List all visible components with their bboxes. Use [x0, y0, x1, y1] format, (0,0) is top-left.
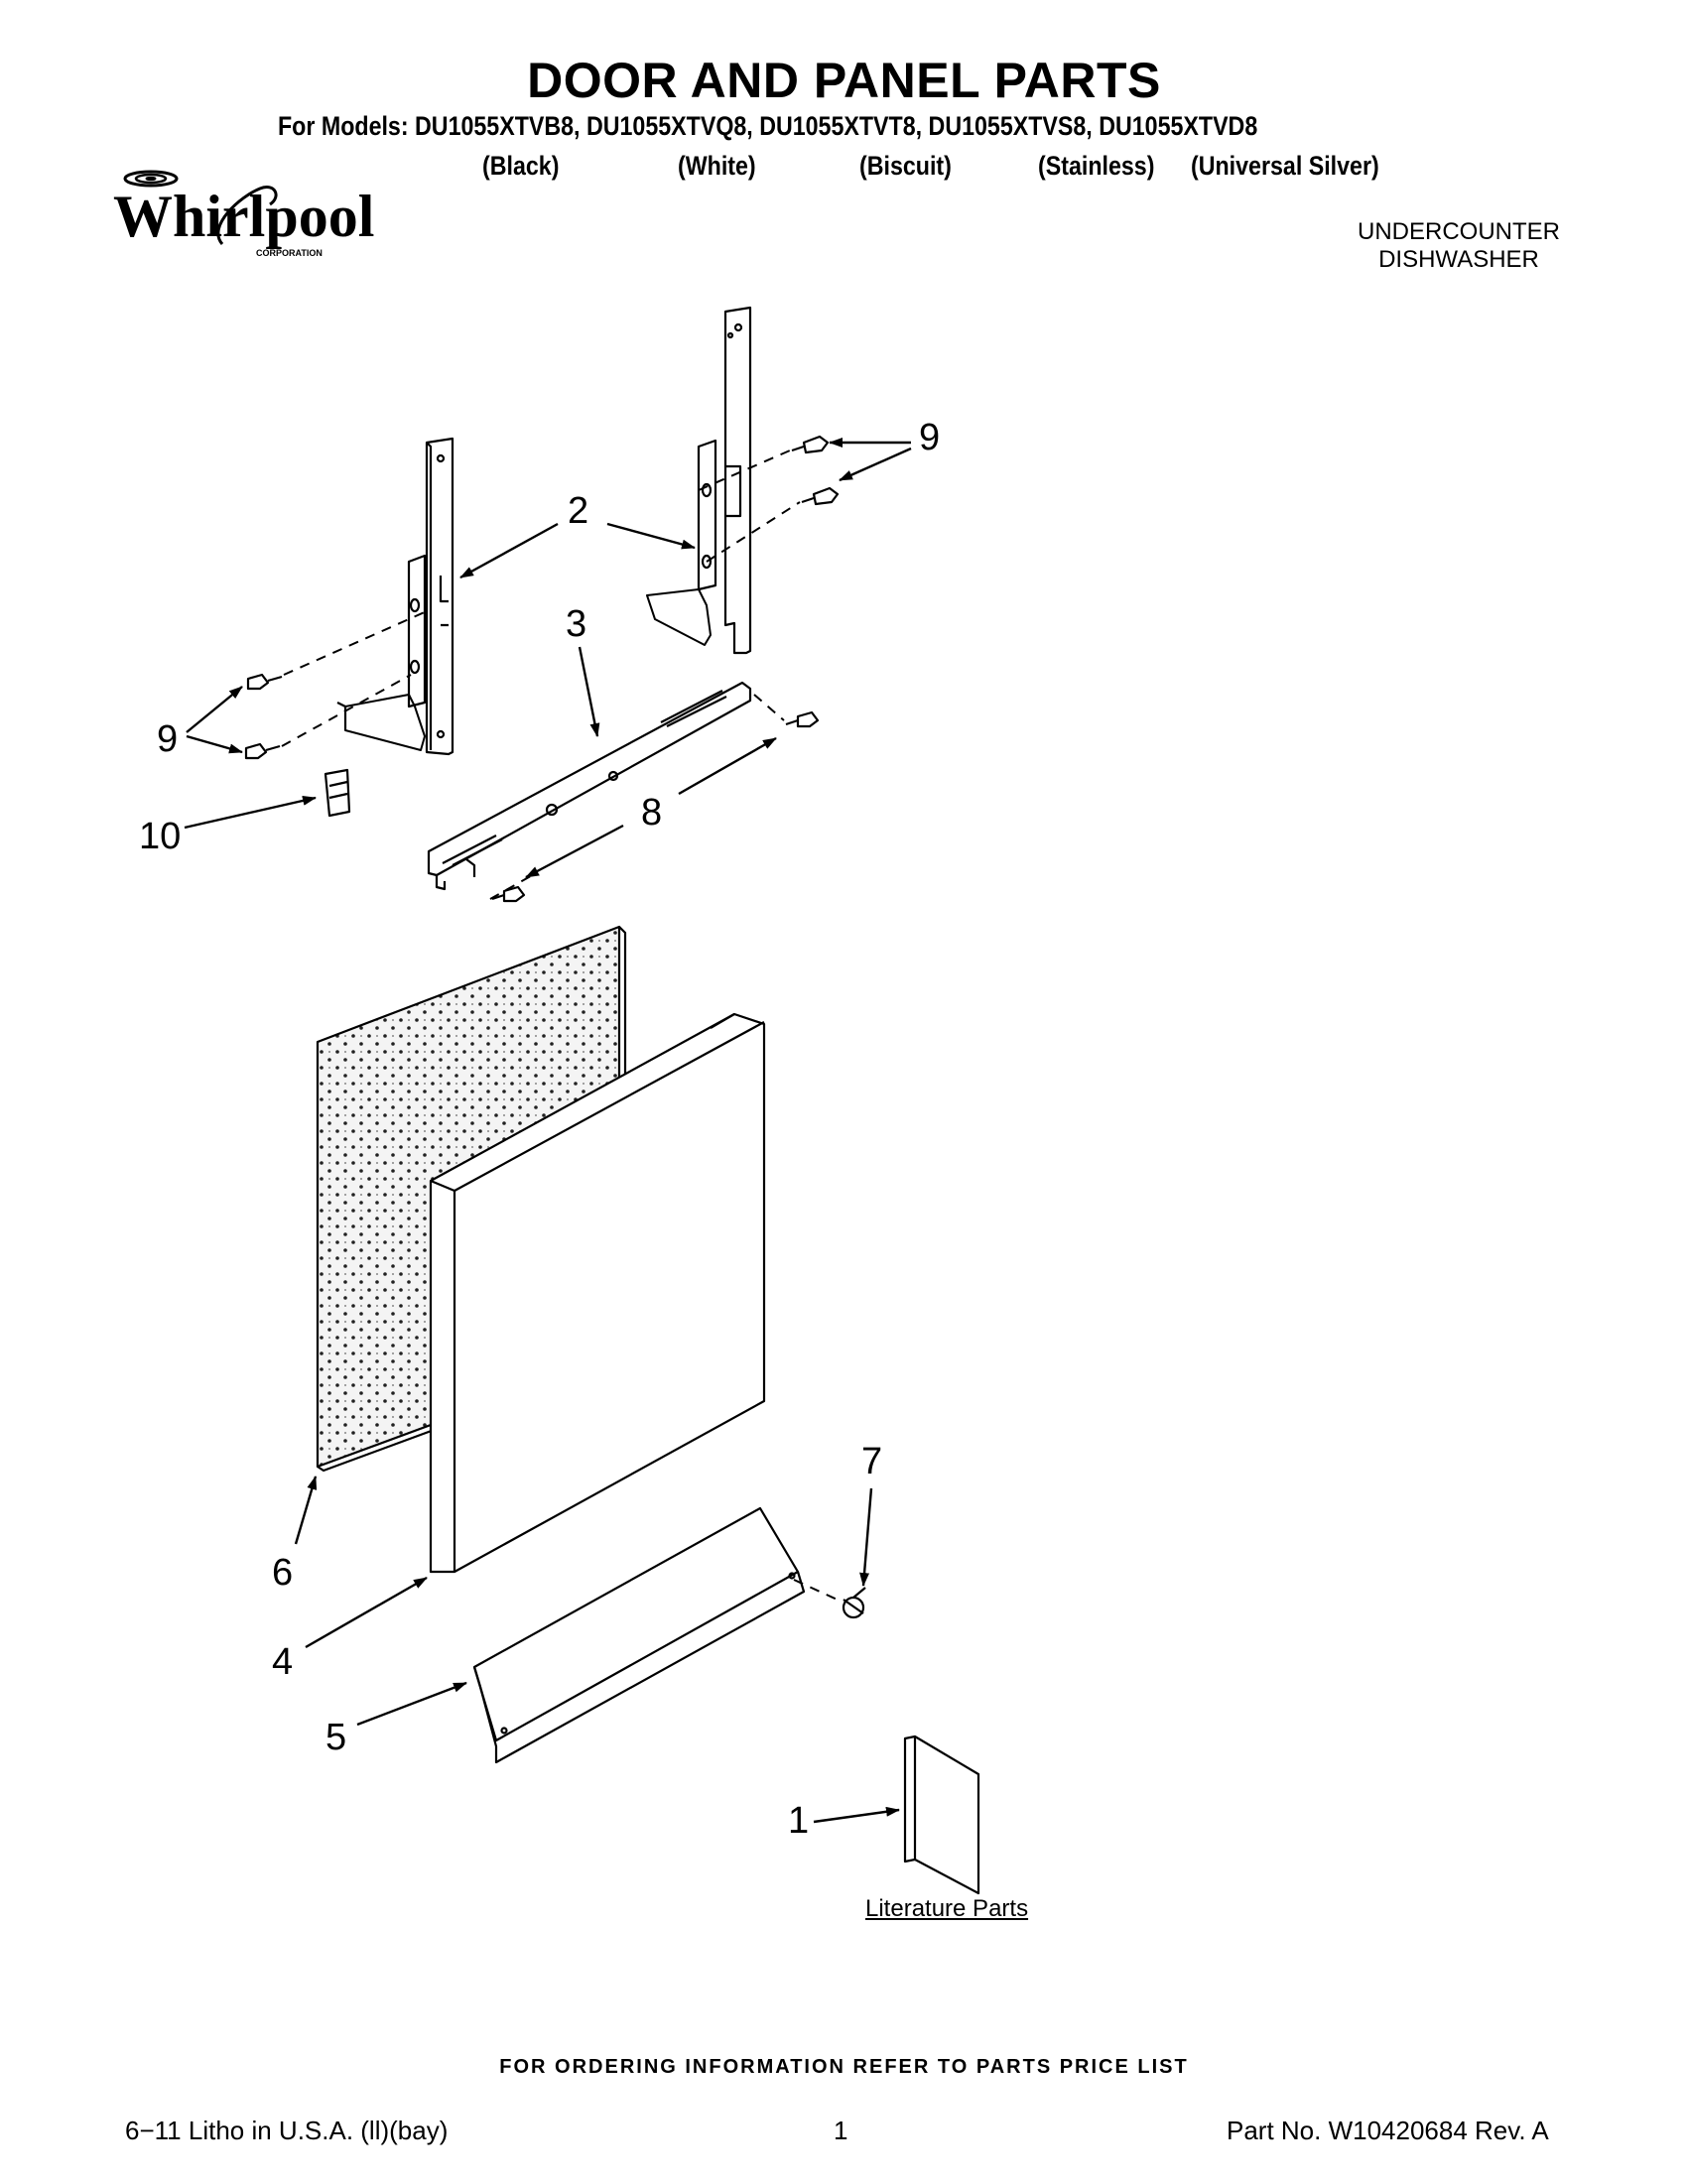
print-info: 6−11 Litho in U.S.A. (ll)(bay)	[125, 2116, 449, 2145]
outer-door-panel	[429, 1012, 766, 1574]
color-white: (White)	[678, 151, 756, 181]
callout-2: 2	[568, 490, 589, 532]
page-number: 1	[834, 2116, 848, 2145]
color-biscuit: (Biscuit)	[859, 151, 952, 181]
appliance-type-line1: UNDERCOUNTER	[1358, 218, 1560, 245]
screw-8-right	[785, 710, 820, 728]
leader-9-left-lower	[186, 734, 243, 754]
assembly-line-9d	[706, 501, 801, 563]
callout-4: 4	[272, 1641, 294, 1683]
logo-wordmark: Whirlpool	[113, 184, 374, 249]
assembly-line-9b	[281, 674, 412, 747]
callout-5: 5	[325, 1717, 347, 1758]
callout-9-right: 9	[919, 417, 941, 458]
leader-9-left-upper	[186, 686, 243, 733]
assembly-line-9c	[698, 450, 791, 491]
left-door-bracket	[336, 437, 454, 756]
right-door-bracket	[646, 306, 752, 655]
leader-8-right	[678, 736, 777, 796]
appliance-type: UNDERCOUNTER DISHWASHER	[1310, 218, 1608, 274]
leader-4	[305, 1576, 428, 1649]
appliance-type-line2: DISHWASHER	[1378, 246, 1539, 273]
screw-9-left-upper	[246, 673, 283, 691]
screw-9-right-upper	[791, 435, 830, 454]
leader-3	[578, 646, 600, 737]
model-list: For Models: DU1055XTVB8, DU1055XTVQ8, DU…	[278, 111, 1258, 141]
leader-1	[813, 1806, 900, 1824]
part-number: Part No. W10420684 Rev. A	[1227, 2116, 1549, 2145]
leader-7	[859, 1487, 873, 1587]
leader-8-left	[525, 824, 624, 879]
logo-flourish	[216, 186, 278, 245]
screw-part-7	[842, 1587, 866, 1619]
literature-packet	[903, 1734, 980, 1895]
leader-2-right	[606, 522, 696, 550]
callout-7: 7	[861, 1441, 883, 1482]
leader-9-lower	[839, 447, 912, 482]
callout-3: 3	[566, 603, 587, 645]
ordering-note: FOR ORDERING INFORMATION REFER TO PARTS …	[499, 2056, 1189, 2078]
callout-1: 1	[788, 1800, 810, 1842]
toe-kick-plate	[472, 1506, 806, 1764]
panel-stiffener-bracket	[427, 681, 752, 891]
logo-subtext: CORPORATION	[256, 248, 323, 258]
whirlpool-logo: Whirlpool CORPORATION	[113, 170, 374, 258]
screw-9-left-lower	[244, 742, 281, 760]
literature-parts-label: Literature Parts	[865, 1895, 1029, 1922]
color-universal-silver: (Universal Silver)	[1191, 151, 1379, 181]
leader-10	[184, 796, 317, 830]
assembly-line-8b	[753, 694, 785, 721]
leader-2-left	[459, 522, 559, 579]
screw-9-right-lower	[801, 486, 840, 506]
assembly-line-8a	[489, 872, 537, 900]
color-stainless: (Stainless)	[1038, 151, 1155, 181]
callout-8: 8	[641, 792, 663, 834]
callout-9-left: 9	[157, 718, 179, 760]
callout-6: 6	[272, 1552, 294, 1594]
screw-8-left	[491, 885, 526, 903]
color-black: (Black)	[482, 151, 560, 181]
assembly-line-7	[793, 1579, 843, 1603]
leader-5	[356, 1681, 467, 1727]
clip-part-10	[324, 768, 351, 818]
page-title: DOOR AND PANEL PARTS	[527, 53, 1161, 108]
leader-6	[294, 1476, 318, 1545]
swirl-icon	[123, 170, 179, 188]
callout-10: 10	[139, 816, 182, 857]
assembly-line-9a	[283, 610, 428, 676]
